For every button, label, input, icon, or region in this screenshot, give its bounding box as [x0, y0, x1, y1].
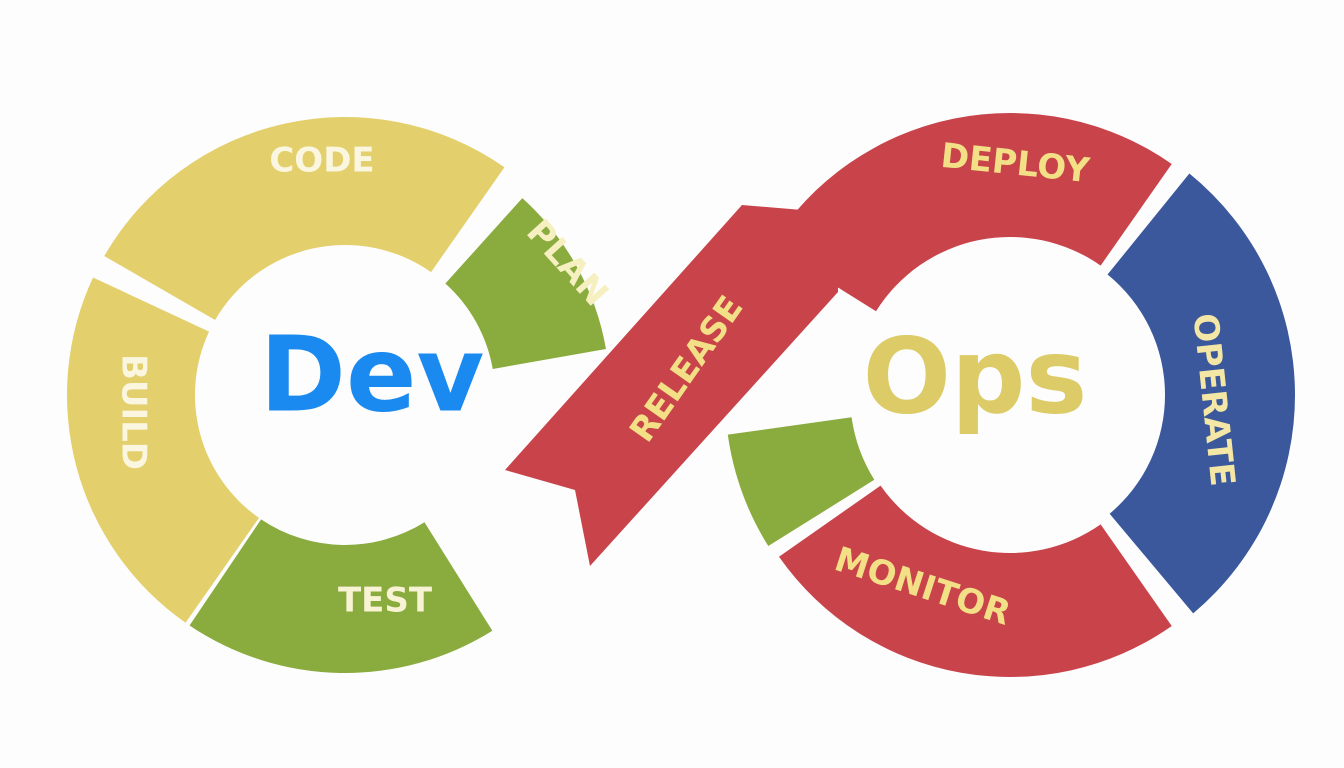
build-label: BUILD	[114, 354, 154, 470]
feedback-arrow-segment	[727, 417, 875, 547]
code-segment	[104, 116, 505, 321]
code-label: CODE	[269, 141, 374, 181]
test-segment	[189, 519, 493, 674]
dev-title: Dev	[260, 313, 485, 435]
operate-segment	[1107, 173, 1295, 614]
release-segment	[505, 205, 838, 566]
monitor-segment	[778, 485, 1172, 677]
deploy-segment	[770, 113, 1172, 312]
ops-title: Ops	[863, 315, 1088, 437]
plan-segment	[445, 198, 606, 369]
build-segment	[66, 277, 259, 623]
test-label: TEST	[338, 581, 433, 621]
